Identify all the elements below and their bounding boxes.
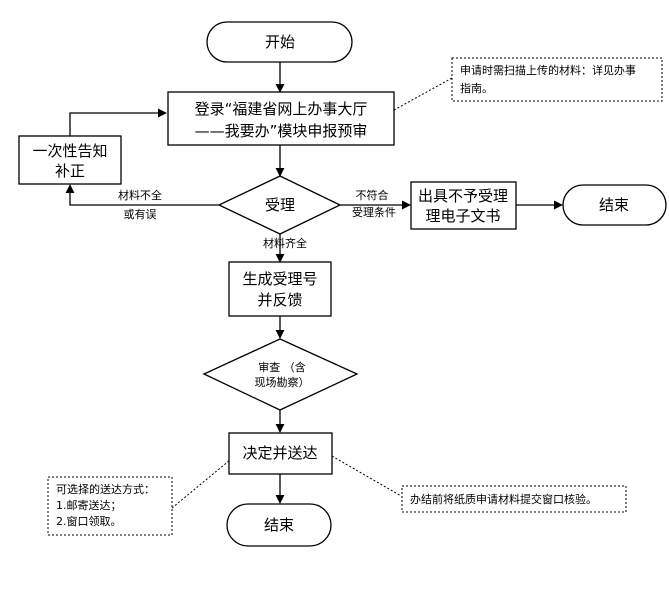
connectors [65,62,563,504]
note-paper-box [401,485,627,513]
notify-label-1: 一次性告知 [32,142,107,160]
notify-label-2: 补正 [55,162,85,180]
review-label-1: 审查 （含 [258,360,306,374]
leader-scan-note [393,77,453,111]
generate-label-1: 生成受理号 [242,270,317,288]
leader-delivery-note [171,459,231,509]
end-right-terminal [562,184,667,226]
leader-paper-note [331,455,402,497]
edge-label-not-qualified-1: 不符合 [356,188,389,202]
note-scan-line-2: 指南。 [460,81,493,95]
review-diamond [202,338,359,411]
start-terminal [206,21,353,63]
start-label: 开始 [265,33,295,51]
reject-box [410,181,517,230]
accept-diamond [217,175,342,235]
accept-label: 受理 [265,196,295,214]
note-paper-line: 办结前将纸质申请材料提交窗口核验。 [410,492,597,506]
decide-label: 决定并送达 [242,444,317,462]
generate-label-2: 并反馈 [257,291,302,309]
decide-box [228,432,333,475]
submit-box [167,91,395,146]
reject-label-2: 理电子文书 [425,207,500,225]
edge-accept-to-notify [65,184,219,206]
submit-label-2: ——我要办”模块申报预审 [195,122,368,140]
edge-label-incomplete-2: 或有误 [124,207,157,221]
end-right-label: 结束 [599,196,629,214]
note-scan-line-1: 申请时需扫描上传的材料：详见办事 [460,63,636,77]
note-delivery-line-2: 1.邮寄送达； [56,498,122,512]
note-delivery-line-3: 2.窗口领取。 [56,514,122,528]
end-bottom-terminal [226,503,332,547]
edge-notify-to-submit [69,108,167,136]
note-leaders [171,77,453,509]
note-delivery-box [47,476,173,536]
edge-label-complete: 材料齐全 [263,236,307,250]
note-delivery-line-1: 可选择的送达方式： [56,482,155,496]
reject-label-1: 出具不予受理 [418,187,508,205]
review-label-2: 现场勘察） [255,375,310,389]
edge-label-not-qualified-2: 受理条件 [352,205,396,219]
edge-label-incomplete-1: 材料不全 [118,188,162,202]
note-scan-box [451,57,663,102]
notify-box [18,135,122,185]
generate-box [228,261,332,317]
submit-label-1: 登录“福建省网上办事大厅 [195,100,368,118]
end-bottom-label: 结束 [264,516,294,534]
